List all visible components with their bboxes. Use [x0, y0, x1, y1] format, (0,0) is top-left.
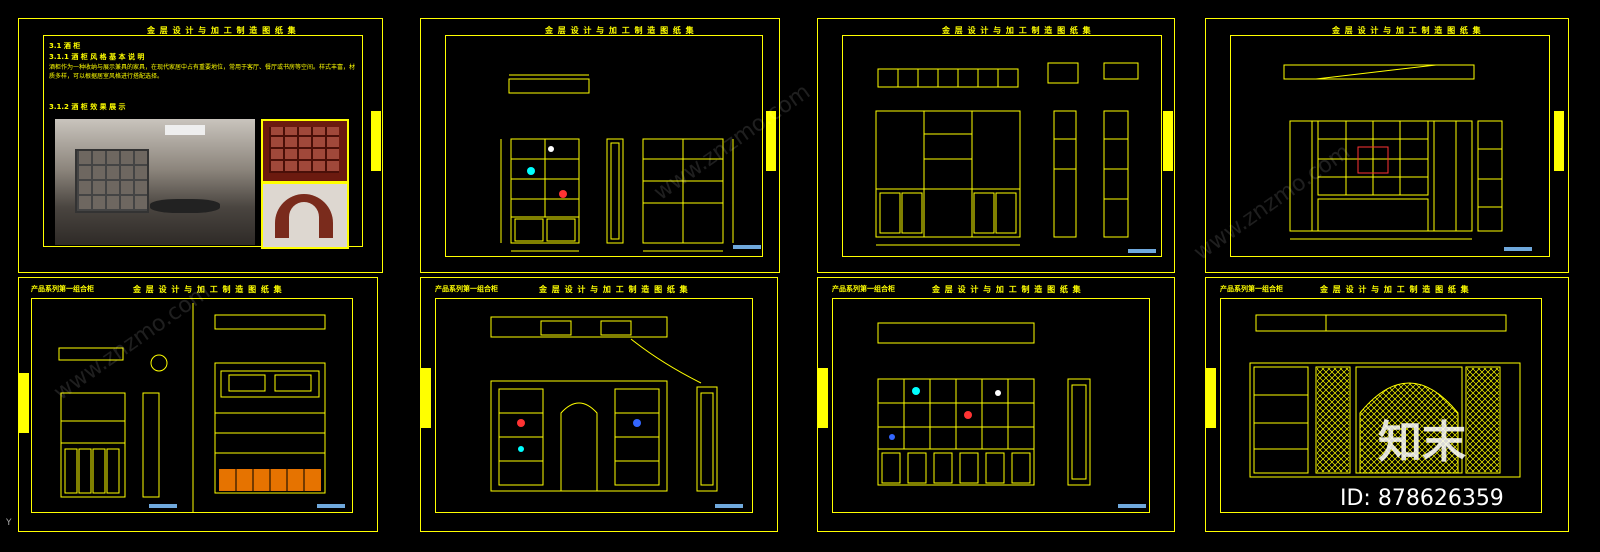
sheet-title: 金 层 设 计 与 加 工 制 造 图 纸 集 — [539, 285, 689, 294]
photo-living-room — [55, 119, 255, 245]
body-text: 酒柜作为一种收纳与展示兼具的家具，在现代家居中占有重要地位，常用于客厅、餐厅或书… — [49, 64, 356, 80]
sheet-frame — [832, 298, 1150, 513]
title-block-stamp — [1128, 249, 1156, 253]
title-block-stamp — [733, 245, 761, 249]
lattice-screen-drawing — [1249, 314, 1521, 478]
drawing-sheet-2[interactable]: 金 层 设 计 与 加 工 制 造 图 纸 集 — [420, 18, 780, 273]
drawing-sheet-7[interactable]: 产品系列第一组合柜 金 层 设 计 与 加 工 制 造 图 纸 集 — [817, 277, 1175, 532]
section-heading: 3.1 酒 柜 — [49, 42, 81, 50]
sheet-frame — [1230, 35, 1550, 257]
product-label: 产品系列第一组合柜 — [31, 285, 94, 293]
sheet-frame — [842, 35, 1162, 257]
id-label: ID: 878626359 — [1340, 486, 1504, 511]
sheet-tab — [371, 111, 381, 171]
title-block-stamp — [149, 504, 177, 508]
screen-partition-drawing — [1283, 64, 1503, 240]
sheet-tab — [1554, 111, 1564, 171]
title-block-stamp — [715, 504, 743, 508]
subsection-heading-2: 3.1.2 酒 柜 效 果 展 示 — [49, 103, 126, 111]
sheet-frame — [31, 298, 353, 513]
title-block-stamp-2 — [317, 504, 345, 508]
display-shelf-drawing — [877, 322, 1091, 486]
cabinet-elevation-drawing — [500, 74, 734, 252]
moon-gate-cabinet-drawing — [490, 316, 718, 492]
sheet-frame — [43, 35, 363, 247]
sheet-tab — [1206, 368, 1216, 428]
sheet-title: 金 层 设 计 与 加 工 制 造 图 纸 集 — [133, 285, 283, 294]
znzmo-logo: 知末 — [1378, 417, 1466, 468]
sheet-frame — [435, 298, 753, 513]
sheet-frame — [445, 35, 763, 257]
drawing-sheet-3[interactable]: 金 层 设 计 与 加 工 制 造 图 纸 集 — [817, 18, 1175, 273]
sheet-frame — [1220, 298, 1542, 513]
title-block-stamp — [1504, 247, 1532, 251]
sheet-title: 金 层 设 计 与 加 工 制 造 图 纸 集 — [932, 285, 1082, 294]
ucs-axis-icon: Y — [6, 518, 12, 528]
drawing-sheet-8[interactable]: 产品系列第一组合柜 金 层 设 计 与 加 工 制 造 图 纸 集 — [1205, 277, 1569, 532]
drawing-sheet-5[interactable]: 产品系列第一组合柜 金 层 设 计 与 加 工 制 造 图 纸 集 — [18, 277, 378, 532]
drawing-sheet-1[interactable]: 金 层 设 计 与 加 工 制 造 图 纸 集 3.1 酒 柜 3.1.1 酒 … — [18, 18, 383, 273]
drawing-sheet-6[interactable]: 产品系列第一组合柜 金 层 设 计 与 加 工 制 造 图 纸 集 — [420, 277, 778, 532]
product-label: 产品系列第一组合柜 — [435, 285, 498, 293]
product-label: 产品系列第一组合柜 — [832, 285, 895, 293]
drawing-sheet-4[interactable]: 金 层 设 计 与 加 工 制 造 图 纸 集 — [1205, 18, 1569, 273]
sheet-tab — [818, 368, 828, 428]
sheet-tab — [421, 368, 431, 428]
photo-cabinet-red — [261, 119, 349, 183]
photo-moon-gate — [261, 182, 349, 249]
sheet-title: 金 层 设 计 与 加 工 制 造 图 纸 集 — [545, 26, 695, 35]
sheet-tab — [19, 373, 29, 433]
sheet-tab — [1163, 111, 1173, 171]
sheet-title: 金 层 设 计 与 加 工 制 造 图 纸 集 — [147, 26, 297, 35]
subsection-heading: 3.1.1 酒 柜 风 格 基 本 说 明 — [49, 53, 145, 61]
wall-cabinet-drawing — [875, 62, 1139, 246]
product-label: 产品系列第一组合柜 — [1220, 285, 1283, 293]
combination-cabinet-drawing — [58, 303, 326, 513]
sheet-title: 金 层 设 计 与 加 工 制 造 图 纸 集 — [1332, 26, 1482, 35]
sheet-title: 金 层 设 计 与 加 工 制 造 图 纸 集 — [1320, 285, 1470, 294]
sheet-tab — [766, 111, 776, 171]
title-block-stamp — [1118, 504, 1146, 508]
sheet-title: 金 层 设 计 与 加 工 制 造 图 纸 集 — [942, 26, 1092, 35]
